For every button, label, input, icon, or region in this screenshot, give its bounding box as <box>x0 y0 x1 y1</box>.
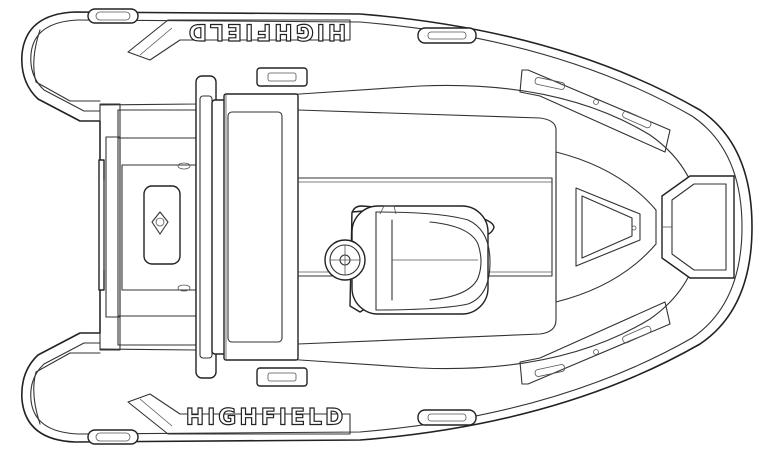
tube-handle-bottom-stern <box>87 429 139 445</box>
brand-text-top: HIGHFIELD <box>186 19 347 44</box>
tube-cleat-bottom <box>256 367 308 387</box>
brand-text-bottom: HIGHFIELD <box>186 406 347 431</box>
bench-seat <box>195 75 299 379</box>
rub-strake-top <box>519 69 671 153</box>
brand-panel-top: HIGHFIELD <box>127 18 351 61</box>
tube-handle-top-bow <box>417 27 477 44</box>
brand-panel-bottom: HIGHFIELD <box>127 393 351 435</box>
tube-stern-caps <box>33 29 101 425</box>
stern-locker <box>117 109 197 346</box>
tube-handle-top-stern <box>87 8 139 24</box>
tube-cleat-top <box>256 67 308 87</box>
transom <box>98 103 121 351</box>
tube-handle-bottom-bow <box>417 409 477 426</box>
steering-wheel <box>324 239 366 281</box>
anchor-locker <box>661 175 735 279</box>
rub-strake-bottom <box>519 301 671 385</box>
helm-console <box>349 205 495 315</box>
bow-locker <box>555 151 657 303</box>
